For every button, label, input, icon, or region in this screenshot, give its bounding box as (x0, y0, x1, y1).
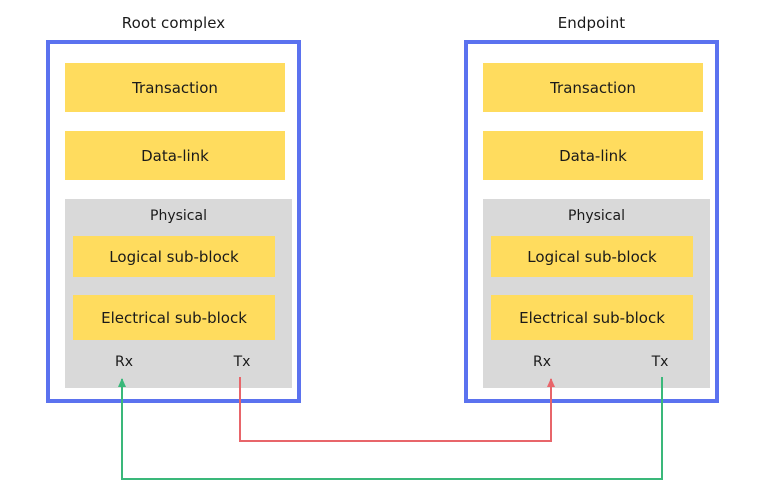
endpoint-tx-port-label: Tx (651, 354, 669, 370)
endpoint-electrical-sub-block: Electrical sub-block (491, 295, 693, 340)
root-complex-data-link-layer: Data-link (65, 131, 285, 180)
endpoint-physical-layer: Physical Logical sub-block Electrical su… (483, 199, 710, 388)
root-complex-rx-port-label: Rx (114, 354, 133, 370)
endpoint-data-link-layer: Data-link (483, 131, 703, 180)
root-complex-title: Root complex (121, 14, 226, 32)
root-complex-physical-layer: Physical Logical sub-block Electrical su… (65, 199, 292, 388)
root-complex-electrical-sub-block: Electrical sub-block (73, 295, 275, 340)
root-complex-logical-sub-block: Logical sub-block (73, 236, 275, 277)
endpoint-transaction-layer: Transaction (483, 63, 703, 112)
endpoint-physical-label: Physical (568, 208, 625, 224)
endpoint-rx-port-label: Rx (532, 354, 551, 370)
endpoint-title: Endpoint (557, 14, 626, 32)
endpoint-logical-sub-block: Logical sub-block (491, 236, 693, 277)
root-complex-tx-port-label: Tx (233, 354, 251, 370)
endpoint-box: Transaction Data-link Physical Logical s… (464, 40, 719, 403)
root-complex-box: Transaction Data-link Physical Logical s… (46, 40, 301, 403)
root-complex-transaction-layer: Transaction (65, 63, 285, 112)
root-complex-physical-label: Physical (150, 208, 207, 224)
